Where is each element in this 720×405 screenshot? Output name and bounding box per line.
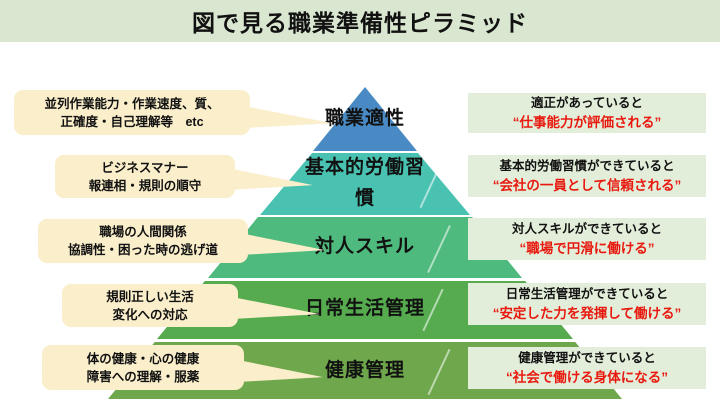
- right-note-5: 健康管理ができていると “社会で働ける身体になる”: [468, 347, 706, 389]
- left-note-bubble-5: 体の健康・心の健康 障害への理解・服薬: [42, 345, 244, 390]
- note-result-4: “安定した力を発揮して働ける”: [492, 306, 682, 321]
- left-note-bubble-1: 並列作業能力・作業速度、質、 正確度・自己理解等 etc: [14, 90, 250, 135]
- note-result-1: “仕事能力が評価される”: [512, 115, 662, 130]
- note-result-5: “社会で働ける身体になる”: [506, 370, 668, 385]
- left-note-bubble-3: 職場の人間関係 協調性・困った時の逃げ道: [38, 219, 248, 263]
- left-note-bubble-2: ビジネスマナー 報連相・規則の順守: [55, 155, 235, 198]
- right-note-4: 日常生活管理ができていると “安定した力を発揮して働ける”: [468, 283, 706, 325]
- note-condition-5: 健康管理ができていると: [518, 351, 656, 365]
- note-result-2: “会社の一員として信頼される”: [492, 178, 682, 193]
- pyramid-level-label-4: 日常生活管理: [304, 298, 426, 319]
- right-note-2: 基本的労働習慣ができていると “会社の一員として信頼される”: [468, 155, 706, 197]
- pyramid-level-label-1: 職業適性: [324, 108, 406, 129]
- left-note-bubble-4: 規則正しい生活 変化への対応: [62, 284, 238, 327]
- bubble-tail-1: [244, 106, 332, 128]
- note-result-3: “職場で円滑に働ける”: [519, 241, 655, 256]
- note-condition-2: 基本的労働習慣ができていると: [499, 159, 675, 173]
- page-title: 図で見る職業準備性ピラミッド: [192, 10, 528, 36]
- pyramid-level-label-5: 健康管理: [324, 360, 406, 381]
- note-condition-4: 日常生活管理ができていると: [505, 287, 669, 301]
- pyramid-level-label-2: 基本的労働習 慣: [304, 157, 426, 209]
- title-bar: 図で見る職業準備性ピラミッド: [0, 0, 720, 42]
- note-condition-1: 適正があっていると: [531, 96, 643, 110]
- pyramid-level-label-3: 対人スキル: [314, 236, 416, 257]
- right-note-1: 適正があっていると “仕事能力が評価される”: [468, 93, 706, 133]
- shine-slash-1: [410, 102, 432, 144]
- note-condition-3: 対人スキルができていると: [511, 222, 662, 236]
- right-note-3: 対人スキルができていると “職場で円滑に働ける”: [468, 218, 706, 260]
